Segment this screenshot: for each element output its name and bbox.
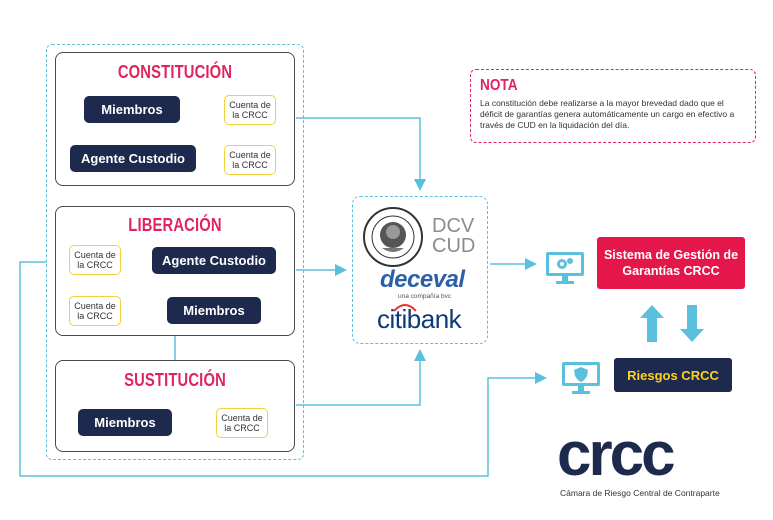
constitucion-agente-custodio: Agente Custodio [70, 145, 196, 172]
liberacion-miembros: Miembros [167, 297, 261, 324]
liberacion-cuenta-2: Cuenta de la CRCC [69, 296, 121, 326]
custodians-group [352, 196, 488, 344]
sistema-gestion-garantias-box: Sistema de Gestión de Garantías CRCC [597, 237, 745, 289]
crcc-subtitle: Cámara de Riesgo Central de Contraparte [560, 488, 720, 498]
deceval-logo: deceval [380, 266, 465, 293]
constitucion-cuenta-1: Cuenta de la CRCC [224, 95, 276, 125]
arrow-constitucion-to-custodians [296, 117, 426, 191]
riesgos-crcc-box: Riesgos CRCC [614, 358, 732, 392]
sync-arrows [640, 305, 704, 342]
citibank-logo: citibank [377, 304, 462, 334]
monitor-shield-icon [562, 362, 600, 394]
liberacion-title: LIBERACIÓN [128, 215, 222, 235]
dcv-label: DCV CUD [432, 215, 476, 257]
arrow-feedback-loop [19, 261, 547, 477]
sustitucion-miembros: Miembros [78, 409, 172, 436]
constitucion-miembros: Miembros [84, 96, 180, 123]
liberacion-agente-custodio: Agente Custodio [152, 247, 276, 274]
nota-text: La constitución debe realizarse a la may… [480, 98, 735, 130]
banco-republica-seal-icon [363, 207, 423, 267]
monitor-gears-icon [546, 252, 584, 284]
liberacion-cuenta-1: Cuenta de la CRCC [69, 245, 121, 275]
citibank-arc-icon [393, 304, 417, 312]
crcc-logo: crcc [557, 420, 676, 489]
constitucion-cuenta-2: Cuenta de la CRCC [224, 145, 276, 175]
nota-title: NOTA [480, 77, 518, 94]
sustitucion-cuenta: Cuenta de la CRCC [216, 408, 268, 438]
arrow-sustitucion-to-custodians [296, 349, 426, 406]
constitucion-title: CONSTITUCIÓN [117, 62, 233, 82]
deceval-subtitle: una compañía bvc [398, 293, 452, 300]
operations-group [46, 44, 304, 460]
nota-box [470, 69, 756, 143]
sustitucion-title: SUSTITUCIÓN [124, 370, 226, 390]
